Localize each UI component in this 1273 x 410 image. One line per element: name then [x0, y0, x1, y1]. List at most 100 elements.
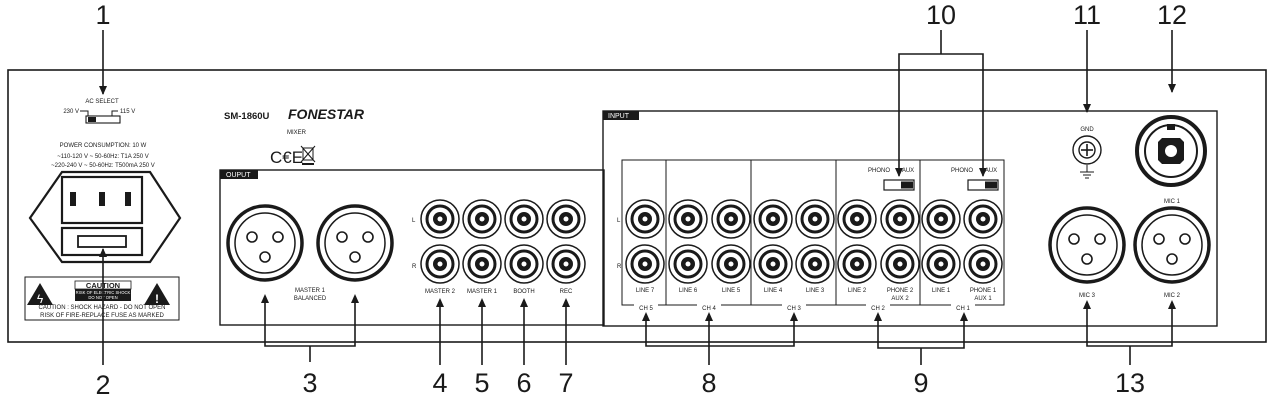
power-info: POWER CONSUMPTION: 10 W ~110-120 V ~ 50-… [51, 143, 155, 169]
ac-select-115-label: 115 V [120, 109, 135, 115]
ch2-phono-aux-switch [883, 179, 915, 191]
ch2-label: CH 2 [871, 306, 885, 312]
ce-mark: C€E [270, 148, 303, 167]
master2-rca-l [419, 198, 461, 240]
mic2-label: MIC 2 [1164, 293, 1181, 299]
line3-rca-r [794, 243, 836, 285]
line5-rca-r [710, 243, 752, 285]
ac-select-label: AC SELECT [85, 99, 119, 105]
input-r-label: R [617, 264, 622, 270]
master1-rca-label: MASTER 1 [467, 289, 498, 295]
line5-label: LINE 5 [722, 288, 741, 294]
mic1-combo-jack [1135, 115, 1207, 187]
output-section: OUPUT MASTER 1 BALANCED L R MASTER 2 MAS… [219, 169, 605, 326]
ch1-phono-aux-switch [967, 179, 999, 191]
line7-label: LINE 7 [636, 288, 655, 294]
line6-rca-l [667, 198, 709, 240]
ch1-label: CH 1 [956, 306, 970, 312]
brand-logo: FONESTAR [288, 106, 365, 122]
input-l-label: L [617, 218, 621, 224]
line1-rca-r [920, 243, 962, 285]
callout-13: 13 [1115, 368, 1145, 398]
callout-1: 1 [95, 0, 110, 30]
line7-rca-l [624, 198, 666, 240]
line1-rca-l [920, 198, 962, 240]
ch5-label: CH 5 [639, 306, 653, 312]
mic3-xlr [1048, 206, 1126, 284]
callout-4: 4 [432, 368, 447, 398]
booth-label: BOOTH [513, 289, 534, 295]
lightning-glyph: ϟ [37, 292, 44, 306]
output-l-label: L [412, 218, 416, 224]
booth-rca-r [503, 243, 545, 285]
output-header: OUPUT [226, 172, 251, 179]
booth-rca-l [503, 198, 545, 240]
phone2-rca-r [879, 243, 921, 285]
input-section: INPUT L R LINE 7 LINE 6 LI [602, 110, 1218, 327]
ch2-phono-label: PHONO [868, 168, 890, 174]
output-r-label: R [412, 264, 417, 270]
master1-balanced-label: MASTER 1 [295, 288, 326, 294]
callout-10: 10 [926, 0, 956, 30]
mic1-label: MIC 1 [1164, 199, 1181, 205]
line6-label: LINE 6 [679, 288, 698, 294]
line4-rca-r [752, 243, 794, 285]
line2-label: LINE 2 [848, 288, 867, 294]
ch3-label: CH 3 [787, 306, 801, 312]
phone1-label: PHONE 1 [970, 288, 997, 294]
input-header: INPUT [608, 113, 630, 120]
callout-6: 6 [516, 368, 531, 398]
caution-label: ϟ ! CAUTION RISK OF ELECTRIC SHOCK DO NO… [24, 276, 180, 321]
master2-label: MASTER 2 [425, 289, 456, 295]
phone1-rca-r [962, 243, 1004, 285]
ch1-aux-label: AUX [985, 168, 997, 174]
master1-xlr-left [226, 204, 304, 282]
fuse-rating-110: ~110-120 V ~ 50-60Hz: T1A 250 V [57, 154, 149, 160]
ac-select-230-label: 230 V [63, 109, 79, 115]
ground-terminal: GND [1072, 127, 1102, 179]
gnd-label: GND [1080, 127, 1094, 133]
ac-select-switch: AC SELECT 230 V 115 V [63, 99, 135, 124]
ground-symbol-icon [1080, 165, 1094, 179]
line7-rca-r [624, 243, 666, 285]
line2-rca-l [836, 198, 878, 240]
line1-label: LINE 1 [932, 288, 951, 294]
weee-bin-icon [300, 145, 316, 165]
callout-11: 11 [1073, 0, 1101, 30]
balanced-label: BALANCED [294, 296, 327, 302]
aux2-label: AUX 2 [891, 296, 909, 302]
rec-rca-l [545, 198, 587, 240]
mixer-label: MIXER [287, 130, 307, 136]
caution-line1: CAUTION : SHOCK HAZARD - DO NOT OPEN [39, 305, 166, 311]
master1-rca-l [461, 198, 503, 240]
power-inlet [28, 170, 182, 264]
line3-rca-l [794, 198, 836, 240]
phone1-rca-l [962, 198, 1004, 240]
power-consumption-label: POWER CONSUMPTION: 10 W [60, 143, 147, 149]
line6-rca-r [667, 243, 709, 285]
line5-rca-l [710, 198, 752, 240]
fuse-rating-220: ~220-240 V ~ 50-60Hz: T500mA 250 V [51, 163, 155, 169]
phone2-label: PHONE 2 [887, 288, 914, 294]
callout-2: 2 [95, 370, 110, 400]
master1-rca-r [461, 243, 503, 285]
ch1-phono-label: PHONO [951, 168, 973, 174]
line3-label: LINE 3 [806, 288, 825, 294]
callout-8: 8 [701, 368, 716, 398]
mic2-xlr [1133, 206, 1211, 284]
phone2-rca-l [879, 198, 921, 240]
rec-label: REC [560, 289, 573, 295]
ch4-label: CH 4 [702, 306, 716, 312]
line4-rca-l [752, 198, 794, 240]
exclamation-glyph: ! [155, 292, 159, 306]
line4-label: LINE 4 [764, 288, 783, 294]
ch2-aux-label: AUX [902, 168, 914, 174]
master2-rca-r [419, 243, 461, 285]
master1-xlr-right [316, 204, 394, 282]
callout-5: 5 [474, 368, 489, 398]
callout-7: 7 [558, 368, 573, 398]
callout-12: 12 [1157, 0, 1187, 30]
model-name: SM-1860U [224, 111, 270, 122]
aux1-label: AUX 1 [974, 296, 992, 302]
